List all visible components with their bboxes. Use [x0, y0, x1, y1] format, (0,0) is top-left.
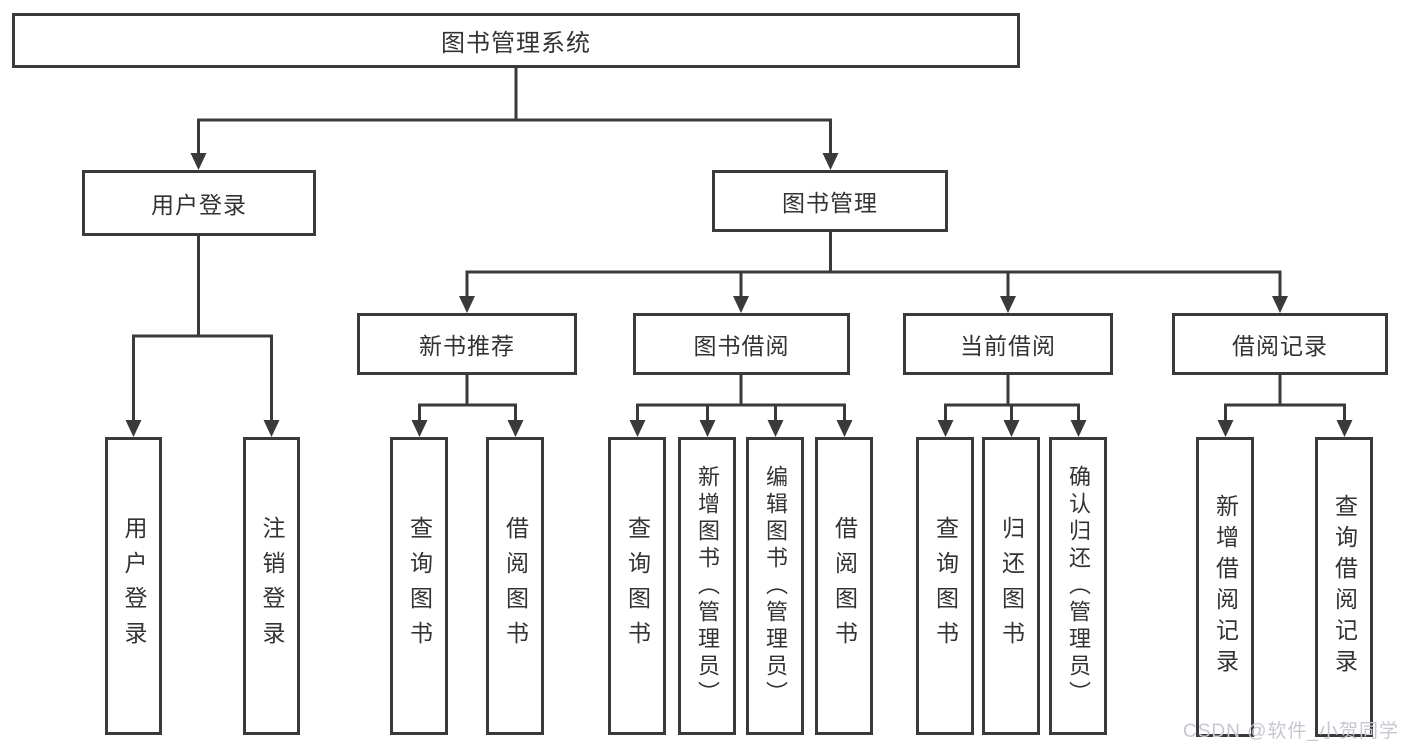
leaf-cb-return-book: 归还图书: [982, 437, 1040, 735]
leaf-nbr-borrow-book: 借阅图书: [486, 437, 544, 735]
node-book-borrow: 图书借阅: [633, 313, 850, 375]
leaf-bb-edit-book-admin: 编辑图书（管理员）: [746, 437, 804, 735]
node-current-borrow: 当前借阅: [903, 313, 1113, 375]
leaf-bb-borrow-book: 借阅图书: [815, 437, 873, 735]
leaf-br-query-record: 查询借阅记录: [1315, 437, 1373, 737]
leaf-logout: 注销登录: [243, 437, 300, 735]
node-book-management: 图书管理: [712, 170, 948, 232]
node-new-book-recommend: 新书推荐: [357, 313, 577, 375]
leaf-user-login: 用户登录: [105, 437, 162, 735]
node-user-login: 用户登录: [82, 170, 316, 236]
watermark: CSDN @软件_小贺同学: [1183, 721, 1399, 742]
leaf-bb-query-book: 查询图书: [608, 437, 666, 735]
leaf-cb-query-book: 查询图书: [916, 437, 974, 735]
node-borrow-records: 借阅记录: [1172, 313, 1388, 375]
leaf-br-add-record: 新增借阅记录: [1196, 437, 1254, 737]
leaf-bb-add-book-admin: 新增图书（管理员）: [678, 437, 736, 735]
leaf-nbr-query-book: 查询图书: [390, 437, 448, 735]
node-root: 图书管理系统: [12, 13, 1020, 68]
leaf-cb-confirm-return-admin: 确认归还（管理员）: [1049, 437, 1107, 735]
